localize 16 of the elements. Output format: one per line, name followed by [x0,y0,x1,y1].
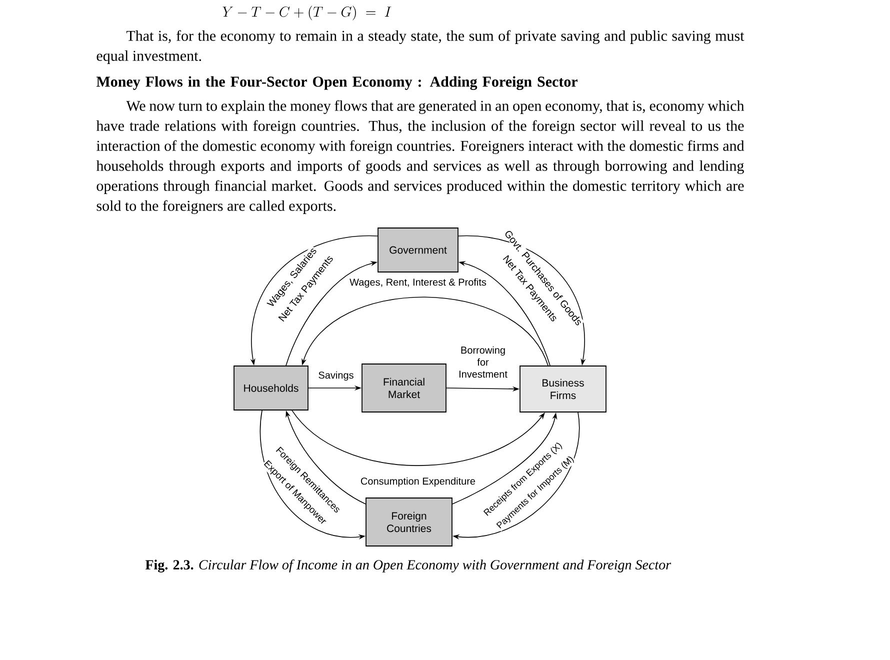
edge-label: Savings [317,370,355,382]
edge-label: Wages, Rent, Interest & Profits [348,278,488,288]
section-heading: Money Flows in the Four-Sector Open Economy : Adding Foreign Sector [96,76,578,90]
paragraph: That is, for the economy to remain in a steady state, the sum of private saving and public saving must equal investment. [96,30,744,64]
figure-caption: Fig. 2.3. Circular Flow of Income in an Open Economy with Government and Foreign Sector [145,560,672,572]
edge-label: Borrowing for Investment [452,346,514,378]
arrow [292,410,545,466]
sector-box: Households [234,366,308,410]
arrow [302,296,548,366]
sector-box: Foreign Countries [366,498,452,546]
paragraph: We now turn to explain the money flows that are generated in an open economy, that is, economy which have trade relations with foreign countries. Thus, the inclusion of the foreign sector will reveal to us the interaction of the domestic economy with foreign countries. Foreigners interact with the domestic firms and households through exports and imports of goods and services as well as through borrowing and lending operations through financial market. Goods and services produced within the domestic territory which are sold to the foreigners are called exports. [96,100,744,214]
sector-box: Government [378,228,458,272]
sector-box: Financial Market [362,364,446,412]
edge-label: Consumption Expenditure [360,476,476,488]
sector-box: Business Firms [520,366,606,412]
equation: $Y - T - C + (T - G) \;=\; I$ [222,6,392,20]
